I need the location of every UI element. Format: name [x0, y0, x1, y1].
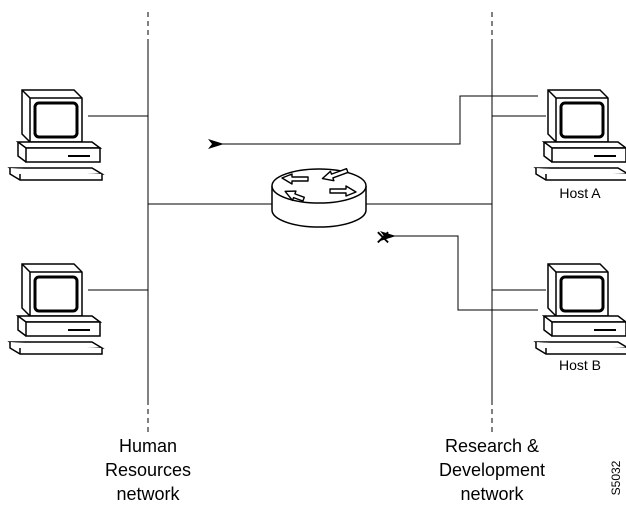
host-a-workstation-icon	[534, 88, 626, 182]
host-a-traffic-arrow	[208, 95, 538, 149]
host-b-traffic-arrow	[380, 231, 538, 311]
svg-text:Resources: Resources	[105, 460, 191, 480]
svg-text:network: network	[116, 484, 180, 504]
host-b-workstation-icon	[534, 262, 626, 356]
router-icon	[271, 167, 367, 228]
rd-network-label: Research & Development network	[439, 436, 545, 504]
svg-text:Research &: Research &	[445, 436, 539, 456]
hr-workstation-2-icon	[8, 262, 104, 356]
hr-workstation-1-icon	[8, 88, 104, 182]
hr-network-label: Human Resources network	[105, 436, 191, 504]
svg-text:network: network	[460, 484, 524, 504]
figure-id: S5032	[609, 460, 623, 495]
host-b-label: Host B	[559, 357, 601, 373]
host-a-label: Host A	[559, 185, 601, 201]
blocked-x-marker: ×	[375, 222, 390, 252]
svg-text:Human: Human	[119, 436, 177, 456]
svg-text:Development: Development	[439, 460, 545, 480]
